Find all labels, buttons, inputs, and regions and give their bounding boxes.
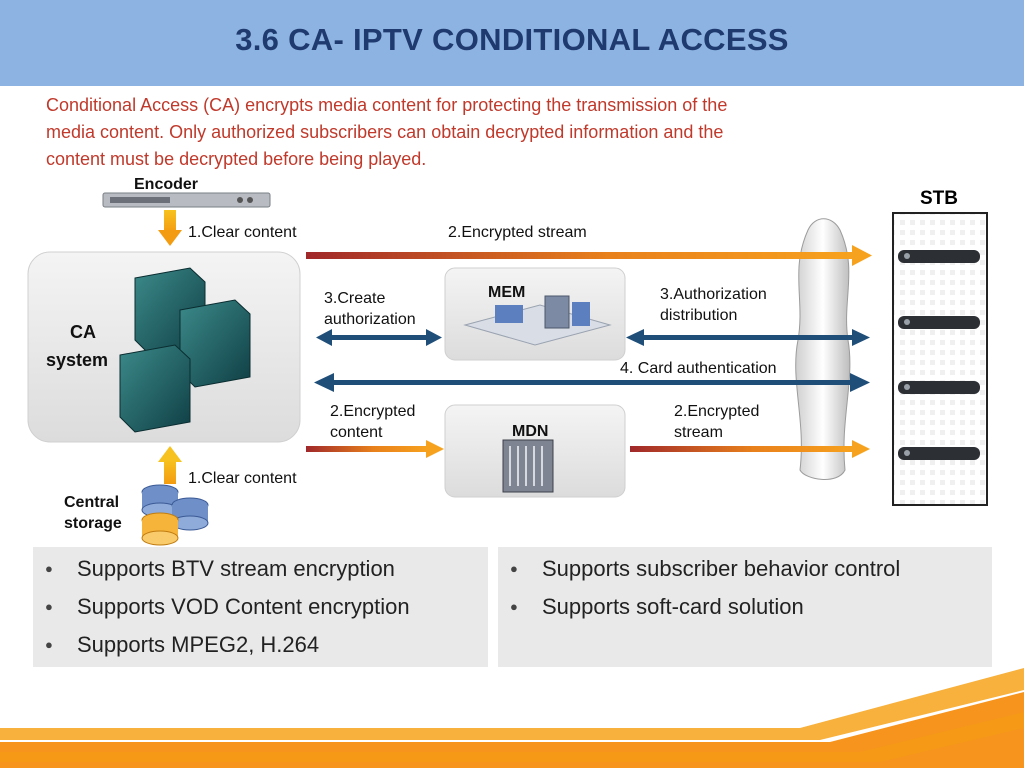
intro-line: Conditional Access (CA) encrypts media c… bbox=[46, 95, 728, 115]
footer-swoosh bbox=[0, 668, 1024, 768]
title-bar bbox=[0, 0, 1024, 86]
encoder-label: Encoder bbox=[134, 176, 199, 193]
server-icon bbox=[119, 267, 251, 433]
ca-system-label-line2: system bbox=[46, 350, 109, 370]
feature-item: Supports BTV stream encryption bbox=[33, 550, 488, 588]
intro-line: media content. Only authorized subscribe… bbox=[46, 122, 724, 142]
mdn-rack-icon bbox=[502, 439, 554, 493]
mdn-label: MDN bbox=[512, 423, 549, 440]
central-storage-label-line2: storage bbox=[64, 515, 122, 532]
authorization-distribution-arrow bbox=[626, 329, 870, 346]
feature-item: Supports subscriber behavior control bbox=[498, 550, 992, 588]
mem-equipment-icon bbox=[463, 295, 612, 346]
encoder-device-icon bbox=[102, 192, 271, 208]
card-authentication-label: 4. Card authentication bbox=[620, 360, 777, 377]
create-authorization-label-line2: authorization bbox=[324, 311, 416, 328]
clear-content-top-label: 1.Clear content bbox=[188, 224, 297, 241]
encrypted-stream-top-label: 2.Encrypted stream bbox=[448, 224, 587, 241]
create-authorization-arrow bbox=[316, 329, 442, 346]
encrypted-stream-arrow bbox=[306, 245, 872, 266]
intro-line: content must be decrypted before being p… bbox=[46, 149, 427, 169]
card-authentication-arrow bbox=[314, 373, 870, 392]
encrypted-content-label-line2: content bbox=[330, 424, 383, 441]
encrypted-content-label-line1: 2.Encrypted bbox=[330, 403, 416, 420]
central-storage-label-line1: Central bbox=[64, 494, 120, 511]
features-panel-left: Supports BTV stream encryption Supports … bbox=[33, 547, 488, 667]
set-top-box-icon bbox=[898, 381, 980, 394]
stb-label: STB bbox=[920, 188, 958, 209]
create-authorization-label-line1: 3.Create bbox=[324, 290, 386, 307]
set-top-box-icon bbox=[898, 447, 980, 460]
set-top-box-icon bbox=[898, 250, 980, 263]
mdn-encrypted-stream-label-line2: stream bbox=[674, 424, 723, 441]
clear-content-arrow-bottom bbox=[158, 446, 182, 484]
clear-content-bottom-label: 1.Clear content bbox=[188, 470, 297, 487]
mdn-encrypted-stream-label-line1: 2.Encrypted bbox=[674, 403, 760, 420]
mdn-encrypted-stream-arrow bbox=[630, 440, 870, 458]
feature-item: Supports VOD Content encryption bbox=[33, 588, 488, 626]
clear-content-arrow-top bbox=[158, 210, 182, 246]
authorization-distribution-label-line2: distribution bbox=[660, 307, 738, 324]
features-panel-right: Supports subscriber behavior control Sup… bbox=[498, 547, 992, 667]
set-top-box-icon bbox=[898, 316, 980, 329]
storage-icon bbox=[141, 484, 209, 546]
mem-label: MEM bbox=[488, 284, 526, 301]
feature-item: Supports MPEG2, H.264 bbox=[33, 626, 488, 664]
authorization-distribution-label-line1: 3.Authorization bbox=[660, 286, 767, 303]
slide-title: 3.6 CA- IPTV CONDITIONAL ACCESS bbox=[235, 22, 789, 57]
feature-item: Supports soft-card solution bbox=[498, 588, 992, 626]
encrypted-content-arrow bbox=[306, 440, 444, 458]
ca-system-label-line1: CA bbox=[70, 322, 96, 342]
intro-paragraph: Conditional Access (CA) encrypts media c… bbox=[46, 92, 946, 173]
